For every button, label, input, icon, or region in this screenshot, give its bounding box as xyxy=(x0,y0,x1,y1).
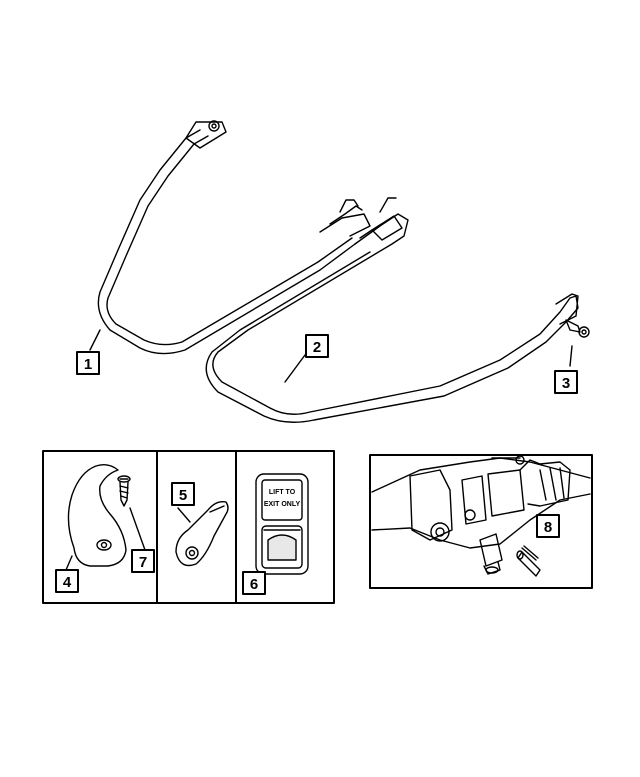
callout-1-label: 1 xyxy=(84,356,92,373)
hook-part-4 xyxy=(65,463,127,571)
callout-7-label: 7 xyxy=(139,554,147,571)
callout-8: 8 xyxy=(536,514,560,538)
callout-6-label: 6 xyxy=(250,576,258,593)
hoop-bar-part-1 xyxy=(97,120,371,355)
callout-3-label: 3 xyxy=(562,375,570,392)
callout-6: 6 xyxy=(242,571,266,595)
callout-8-label: 8 xyxy=(544,519,552,536)
leader-2 xyxy=(284,354,306,383)
callout-5: 5 xyxy=(171,482,195,506)
leader-7 xyxy=(129,507,146,551)
callout-7: 7 xyxy=(131,549,155,573)
callout-1: 1 xyxy=(76,351,100,375)
leader-5 xyxy=(177,507,191,523)
callout-3: 3 xyxy=(554,370,578,394)
inset-box-left xyxy=(42,450,335,604)
lever-part-5 xyxy=(175,500,229,567)
leader-1 xyxy=(89,329,101,351)
callout-4: 4 xyxy=(55,569,79,593)
callout-2: 2 xyxy=(305,334,329,358)
screw-part-7 xyxy=(117,475,146,551)
bolt-part-3 xyxy=(565,319,590,367)
inset-box-right xyxy=(369,454,593,589)
callout-5-label: 5 xyxy=(179,487,187,504)
leader-4 xyxy=(65,555,73,571)
callout-2-label: 2 xyxy=(313,339,321,356)
bar-part-2 xyxy=(205,197,579,423)
callout-4-label: 4 xyxy=(63,574,72,591)
handle-label-line1: LIFT TO xyxy=(269,489,296,496)
handle-part-6 xyxy=(255,473,309,575)
handle-label-line2: EXIT ONLY xyxy=(264,501,301,508)
